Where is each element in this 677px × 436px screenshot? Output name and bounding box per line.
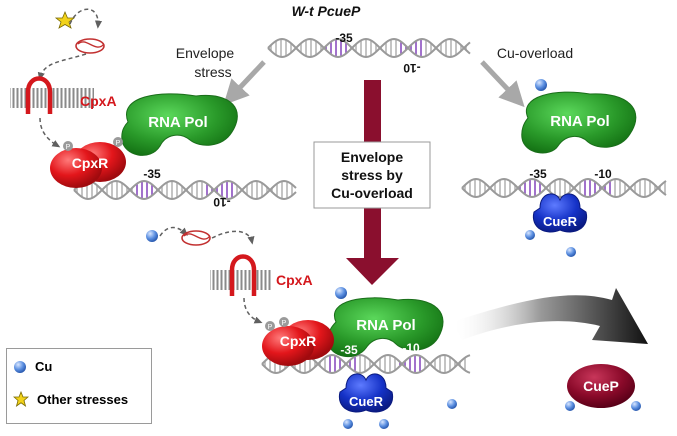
- cu-ion-bottom-4: [379, 419, 389, 429]
- cu-ion-right: [535, 79, 547, 91]
- cuep-protein: CueP: [567, 364, 635, 408]
- dashed-signal-bottom-2: [211, 230, 255, 245]
- dashed-signal-bottom-3: [243, 297, 263, 324]
- phospho-bottom-1: [265, 321, 275, 331]
- minus35-left: -35: [143, 167, 161, 181]
- branch-right-label: Cu-overload: [497, 45, 573, 61]
- arrow-right-gray: [480, 60, 525, 108]
- dna-right: [461, 177, 667, 199]
- cpxr-left: CpxR P P: [50, 137, 126, 188]
- misfolded-protein-icon-bottom: [181, 230, 211, 246]
- phospho-bottom-2-label: P: [282, 320, 287, 327]
- misfolded-protein-icon-top: [75, 38, 105, 54]
- arrow-left-gray: [223, 60, 266, 106]
- minus10-left: -10: [213, 195, 231, 209]
- cpxa-top: [25, 76, 53, 114]
- dna-left: [73, 179, 297, 201]
- phospho-left-1-label: P: [66, 144, 71, 151]
- rna-pol-right-label: RNA Pol: [550, 113, 609, 130]
- diagram-title: W-t PcueP: [292, 3, 361, 19]
- cpxa-label-top: CpxA: [80, 93, 117, 109]
- cpxr-left-label: CpxR: [72, 155, 109, 171]
- legend-row-other-stresses: Other stresses: [13, 391, 128, 407]
- phospho-bottom-1-label: P: [268, 324, 273, 331]
- cu-ion-icon: [14, 360, 26, 373]
- cuer-bottom: CueR: [338, 373, 394, 413]
- legend-other-stresses-label: Other stresses: [37, 391, 129, 407]
- cuer-right-label: CueR: [543, 214, 578, 229]
- phospho-left-2-label: P: [116, 140, 121, 147]
- cpxr-bottom: CpxR P P: [262, 317, 334, 366]
- cpxa-bottom: [229, 254, 257, 296]
- dna-top: [267, 37, 471, 59]
- legend-cu-label: Cu: [35, 359, 53, 374]
- minus10-right: -10: [594, 167, 612, 181]
- cpxr-bottom-label: CpxR: [280, 333, 317, 349]
- phospho-bottom-2: [279, 317, 289, 327]
- minus35-right: -35: [529, 167, 547, 181]
- rna-pol-left-label: RNA Pol: [148, 114, 207, 131]
- center-box-line1: Envelope: [341, 149, 403, 165]
- rna-pol-right: RNA Pol: [521, 91, 637, 154]
- minus35-top: -35: [335, 31, 353, 45]
- cu-ion-bottom-2: [335, 287, 347, 299]
- rna-pol-left: RNA Pol: [121, 93, 238, 156]
- minus10-bottom: -10: [402, 341, 420, 355]
- star-icon: [13, 391, 29, 407]
- dashed-signal-top-2: [37, 53, 87, 81]
- cu-ion-right-2: [525, 230, 535, 240]
- cu-ion-cuep-2: [631, 401, 641, 411]
- cu-ion-right-3: [566, 247, 576, 257]
- center-box: Envelope stress by Cu-overload: [313, 141, 431, 209]
- legend: Cu Other stresses: [6, 348, 152, 424]
- center-box-line3: Cu-overload: [331, 185, 413, 201]
- branch-left-label-line1: Envelope: [176, 45, 235, 61]
- center-box-line2: stress by: [341, 167, 403, 183]
- cpxa-label-bottom: CpxA: [276, 272, 313, 288]
- cu-ion-bottom-3: [343, 419, 353, 429]
- cuep-label: CueP: [583, 378, 619, 394]
- minus35-bottom: -35: [340, 343, 358, 357]
- rna-pol-bottom: RNA Pol: [327, 297, 444, 357]
- dashed-signal-top-3: [39, 117, 61, 148]
- phospho-left-2: [113, 137, 123, 147]
- cu-ion-bottom-1: [146, 230, 158, 242]
- dashed-signal-top: [69, 8, 103, 29]
- cu-ion-cuep-1: [565, 401, 575, 411]
- legend-row-cu: Cu: [13, 359, 52, 374]
- cuer-right: CueR: [532, 193, 588, 233]
- membrane-bottom: [210, 270, 272, 290]
- minus10-top: -10: [403, 61, 421, 75]
- arrow-to-cuep: [452, 288, 648, 344]
- star-icon-top: [54, 10, 76, 29]
- cu-ion-bottom-5: [447, 399, 457, 409]
- dashed-signal-bottom: [159, 226, 188, 237]
- phospho-left-1: [63, 141, 73, 151]
- rna-pol-bottom-label: RNA Pol: [356, 317, 415, 334]
- cuer-bottom-label: CueR: [349, 394, 384, 409]
- branch-left-label-line2: stress: [194, 64, 231, 80]
